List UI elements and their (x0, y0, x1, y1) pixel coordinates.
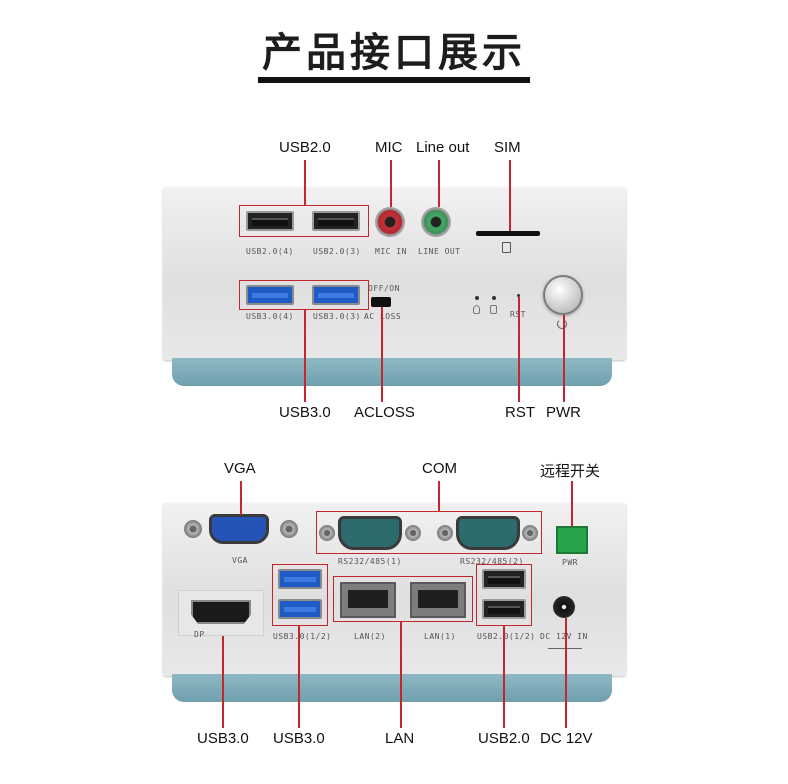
line-acloss (381, 307, 383, 402)
vga-screw-left (184, 520, 202, 538)
usb30-port-1[interactable] (278, 569, 322, 589)
label-pwr: PWR (546, 404, 581, 421)
usb30-rear-box (272, 564, 328, 626)
line-lan (400, 622, 402, 728)
mic-jack[interactable] (375, 207, 405, 237)
label-acloss: ACLOSS (354, 404, 415, 421)
caption-mic-in: MIC IN (375, 247, 407, 256)
caption-dc-in: DC 12V IN (540, 632, 588, 641)
caption-usb30-12: USB3.0(1/2) (273, 632, 332, 641)
lan-port-2[interactable] (340, 582, 396, 618)
line-out-jack[interactable] (421, 207, 451, 237)
bulb-icon (473, 305, 480, 314)
caption-dp: DP (194, 630, 205, 639)
power-icon (557, 319, 567, 329)
label-rst: RST (505, 404, 535, 421)
remote-power-terminal[interactable] (556, 526, 588, 554)
caption-rst: RST (510, 310, 526, 319)
line-line-out (438, 160, 440, 207)
label-line-out: Line out (416, 139, 470, 156)
label-sim: SIM (494, 139, 521, 156)
caption-com1: RS232/485(1) (338, 557, 402, 566)
lan-port-1[interactable] (410, 582, 466, 618)
label-usb30-mid: USB3.0 (273, 730, 325, 747)
com2-screw-left (437, 525, 453, 541)
line-pwr (563, 315, 565, 402)
vga-screw-right (280, 520, 298, 538)
caption-lan2: LAN(2) (354, 632, 386, 641)
com-box (316, 511, 542, 554)
rear-base (172, 674, 612, 702)
title-underline (258, 77, 530, 83)
caption-usb30-3: USB3.0(3) (313, 312, 361, 321)
com1-port[interactable] (338, 516, 402, 550)
rst-hole[interactable] (517, 294, 520, 297)
usb20-port-3[interactable] (312, 211, 360, 231)
dc-jack[interactable] (553, 596, 575, 618)
label-vga: VGA (224, 460, 256, 477)
label-usb20-rear: USB2.0 (478, 730, 530, 747)
vga-port[interactable] (209, 514, 269, 544)
com2-screw-right (522, 525, 538, 541)
usb20-port-4[interactable] (246, 211, 294, 231)
led-disk-indicator (492, 296, 496, 300)
line-usb30-left (222, 636, 224, 728)
label-com: COM (422, 460, 457, 477)
label-mic: MIC (375, 139, 403, 156)
caption-vga: VGA (232, 556, 248, 565)
com1-screw-right (405, 525, 421, 541)
label-usb30-left: USB3.0 (197, 730, 249, 747)
led-power-indicator (475, 296, 479, 300)
caption-line-out: LINE OUT (418, 247, 461, 256)
label-dc12v: DC 12V (540, 730, 593, 747)
caption-usb20-12: USB2.0(1/2) (477, 632, 536, 641)
acloss-switch[interactable] (371, 297, 391, 307)
line-sim (509, 160, 511, 231)
caption-usb20-4: USB2.0(4) (246, 247, 294, 256)
dp-port[interactable] (191, 600, 251, 624)
usb30-front-box (239, 280, 369, 310)
usb30-port-4[interactable] (246, 285, 294, 305)
usb20-port-2[interactable] (482, 599, 526, 619)
caption-ac-loss: AC LOSS (364, 312, 402, 321)
disk-icon (490, 305, 497, 314)
line-usb20-rear (503, 626, 505, 728)
line-usb20-front (304, 160, 306, 206)
sim-icon (502, 242, 511, 253)
usb20-port-1[interactable] (482, 569, 526, 589)
caption-usb20-3: USB2.0(3) (313, 247, 361, 256)
usb20-rear-box (476, 564, 532, 626)
front-base (172, 358, 612, 386)
line-dc12v (565, 618, 567, 728)
line-usb30-mid (298, 626, 300, 728)
label-remote-switch: 远程开关 (540, 463, 601, 480)
line-mic (390, 160, 392, 207)
label-usb20-front: USB2.0 (279, 139, 331, 156)
sim-slot[interactable] (476, 231, 540, 236)
lan-box (333, 576, 473, 622)
usb30-port-3[interactable] (312, 285, 360, 305)
com2-port[interactable] (456, 516, 520, 550)
com1-screw-left (319, 525, 335, 541)
line-rst (518, 297, 520, 402)
power-button[interactable] (543, 275, 583, 315)
line-usb30-front (304, 310, 306, 402)
page-title: 产品接口展示 (262, 30, 526, 76)
caption-pwr-terminal: PWR (562, 558, 578, 567)
caption-off-on: OFF/ON (368, 284, 400, 293)
line-remote-switch (571, 481, 573, 526)
usb30-port-2[interactable] (278, 599, 322, 619)
line-com (438, 481, 440, 511)
label-lan: LAN (385, 730, 415, 747)
caption-com2: RS232/485(2) (460, 557, 524, 566)
caption-lan1: LAN(1) (424, 632, 456, 641)
caption-usb30-4: USB3.0(4) (246, 312, 294, 321)
line-vga (240, 481, 242, 515)
label-usb30-front: USB3.0 (279, 404, 331, 421)
